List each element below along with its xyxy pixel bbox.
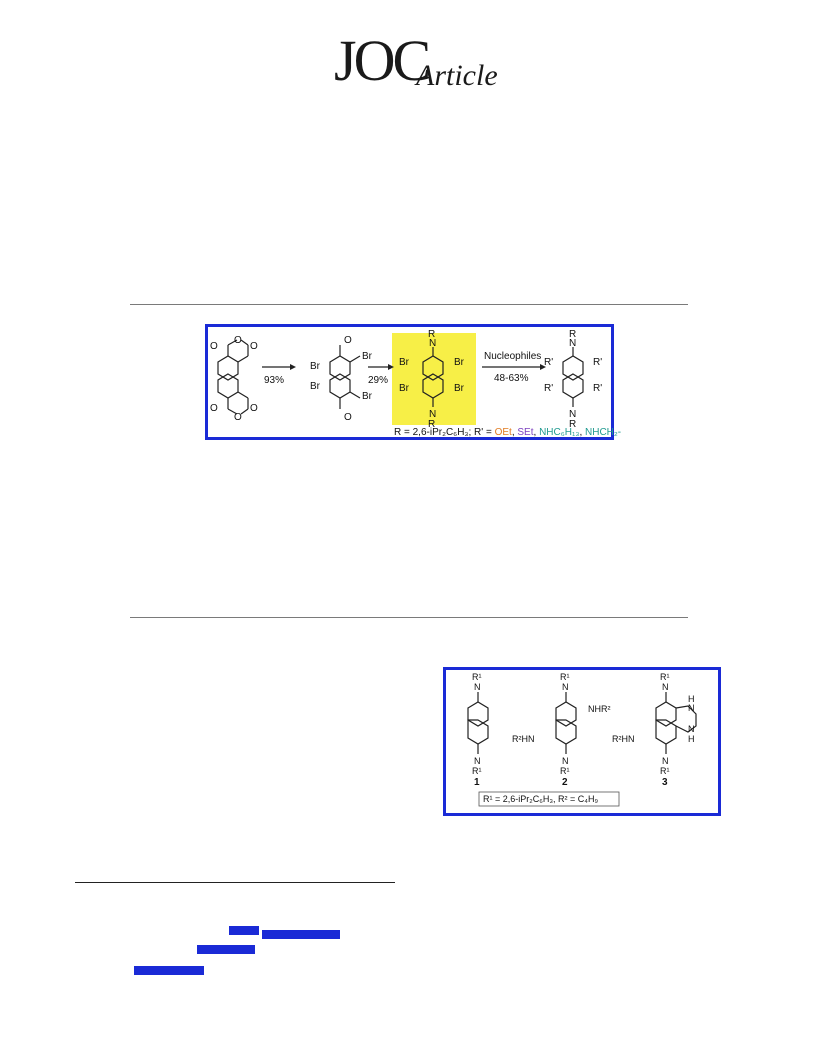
divider-top	[130, 304, 688, 305]
footnote-divider	[75, 882, 395, 883]
r1-label: R¹	[560, 672, 570, 682]
compound-3: R¹ N N R¹ H N N H R²HN 3	[612, 672, 697, 788]
atom-label: N	[562, 756, 569, 766]
yield-label: 29%	[368, 375, 388, 386]
atom-label: Br	[454, 357, 465, 368]
r1-label: R¹	[472, 672, 482, 682]
atom-label: Br	[310, 361, 321, 372]
nh-n-label: N	[688, 724, 695, 734]
scheme-graphic: O O O O O O 93% O O Br Br Br Br	[210, 329, 621, 438]
atom-label: O	[250, 403, 258, 414]
yield-label: 93%	[264, 375, 284, 386]
r1-label: R¹	[560, 766, 570, 776]
substituent-set: SEt	[517, 427, 533, 438]
chart-graphic: R¹ N N R¹ 1 R¹ N N R¹ NHR² R²HN 2 R	[467, 672, 697, 807]
reagent-label: Nucleophiles	[484, 351, 541, 362]
atom-label: O	[234, 412, 242, 423]
compound-number: 2	[562, 777, 568, 788]
arrowhead	[388, 364, 394, 370]
scheme-footnote: R = 2,6-iPr₂C₆H₃; R' = OEt, SEt, NHC₆H₁₃…	[394, 427, 621, 438]
atom-label: N	[429, 409, 436, 420]
compound-number: 3	[662, 777, 668, 788]
r1-label: R¹	[660, 672, 670, 682]
reference-link[interactable]	[197, 945, 255, 954]
atom-label: O	[344, 412, 352, 423]
reference-link[interactable]	[134, 966, 204, 975]
molecule-tetrabromo-ndi: R N N R Br Br Br Br	[399, 329, 465, 430]
reference-link[interactable]	[229, 926, 259, 935]
atom-label: N	[569, 409, 576, 420]
chart-footnote-box	[478, 791, 620, 807]
reagent-yield: 48-63%	[494, 373, 529, 384]
substituent-oet: OEt	[495, 427, 512, 438]
atom-label: O	[210, 341, 218, 352]
substituent-nhhexyl: NHC₆H₁₃	[539, 427, 579, 438]
r2hn-label: R²HN	[612, 734, 635, 744]
r1-label: R¹	[472, 766, 482, 776]
atom-label: N	[474, 682, 481, 692]
arrowhead	[540, 364, 546, 370]
atom-label: O	[234, 335, 242, 346]
compound-number: 1	[474, 777, 480, 788]
atom-label: N	[474, 756, 481, 766]
nh-n-label: N	[688, 703, 695, 713]
substituent-label: R'	[544, 383, 553, 394]
atom-label: N	[662, 756, 669, 766]
molecule-dianhydride: O O O O O O	[210, 335, 258, 423]
atom-label: O	[250, 341, 258, 352]
chart-figure: R¹ N N R¹ 1 R¹ N N R¹ NHR² R²HN 2 R	[443, 667, 721, 816]
nh-h-label: H	[688, 734, 695, 744]
reference-link[interactable]	[262, 930, 340, 939]
compound-2: R¹ N N R¹ NHR² R²HN 2	[512, 672, 611, 788]
nh-h-label: H	[688, 694, 695, 704]
molecule-core-substituted-ndi: R N N R R' R' R' R'	[544, 329, 602, 430]
atom-label: Br	[399, 383, 410, 394]
journal-logo: JOC Article	[334, 26, 504, 96]
r1-label: R¹	[660, 766, 670, 776]
substituent-label: R	[569, 329, 576, 340]
section-label: Article	[416, 59, 498, 92]
atom-label: O	[344, 335, 352, 346]
nhr2-label: NHR²	[588, 704, 611, 714]
atom-label: O	[210, 403, 218, 414]
atom-label: Br	[362, 391, 373, 402]
compound-1: R¹ N N R¹ 1	[467, 672, 489, 788]
chart-footnote: R¹ = 2,6-iPr₂C₆H₃, R² = C₄H₉	[483, 794, 598, 804]
substituent-label: R	[428, 419, 435, 430]
substituent-label: R'	[593, 383, 602, 394]
atom-label: N	[662, 682, 669, 692]
substituent-label: R'	[593, 357, 602, 368]
molecule-tetrabromo-dianhydride: O O Br Br Br Br	[310, 335, 373, 423]
atom-label: Br	[454, 383, 465, 394]
substituent-label: R	[428, 329, 435, 340]
atom-label: Br	[310, 381, 321, 392]
atom-label: N	[562, 682, 569, 692]
journal-abbrev: JOC	[334, 28, 431, 93]
arrowhead	[290, 364, 296, 370]
divider-middle	[130, 617, 688, 618]
scheme-figure: O O O O O O 93% O O Br Br Br Br	[205, 324, 621, 440]
atom-label: N	[569, 338, 576, 349]
atom-label: N	[429, 338, 436, 349]
atom-label: Br	[362, 351, 373, 362]
substituent-label: R	[569, 419, 576, 430]
atom-label: Br	[399, 357, 410, 368]
substituent-nhch2: NHCH₂-	[585, 427, 621, 438]
substituent-label: R'	[544, 357, 553, 368]
r2hn-label: R²HN	[512, 734, 535, 744]
